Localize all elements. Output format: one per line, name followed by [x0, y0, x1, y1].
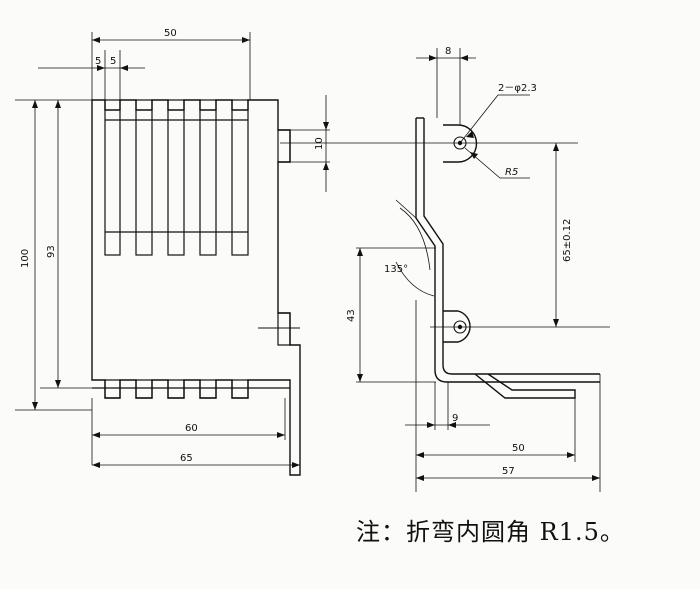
radius-callout: R5 [505, 167, 518, 178]
dim-label: 93 [46, 245, 57, 258]
left-view-dimensions [15, 32, 330, 472]
dim-label: 50 [512, 443, 525, 454]
right-view-arrows [357, 55, 600, 481]
comb-slots [104, 99, 249, 256]
angle-label: 135° [384, 264, 408, 275]
bracket-profile-inner [423, 118, 600, 375]
hole-callout: 2－φ2.3 [498, 83, 537, 94]
upper-hole-boss [443, 124, 478, 163]
upper-tab [277, 129, 291, 163]
dim-label: 60 [185, 423, 198, 434]
lower-hole-boss [443, 310, 471, 343]
dim-label: 10 [314, 137, 325, 150]
left-view-arrows [32, 37, 329, 468]
slot [199, 99, 217, 256]
bracket-foot [474, 373, 576, 399]
dim-label: 8 [445, 46, 451, 57]
dim-label: 5 [110, 56, 116, 67]
slot [167, 99, 185, 256]
dim-label: 9 [452, 413, 458, 424]
dim-label: 100 [20, 249, 31, 268]
left-view-dim-text: 50 5 5 100 93 60 65 10 [20, 28, 325, 464]
bracket-profile-outer [415, 118, 600, 383]
dim-label: 65±0.12 [562, 219, 573, 262]
lower-tab [277, 312, 291, 346]
right-view-dim-text: 8 2－φ2.3 R5 65±0.12 135° 43 9 50 57 [346, 46, 573, 477]
slot [104, 99, 121, 256]
left-view-outline [91, 99, 301, 476]
slot [135, 99, 153, 256]
bend-radius-note: 注：折弯内圆角 R1.5。 [356, 518, 625, 546]
dim-label: 50 [164, 28, 177, 39]
dim-label: 43 [346, 309, 357, 322]
slot [231, 99, 249, 256]
bottom-teeth [92, 379, 290, 399]
right-view-dimensions [280, 48, 610, 492]
dim-label: 5 [95, 56, 101, 67]
dim-label: 57 [502, 466, 515, 477]
dim-label: 65 [180, 453, 193, 464]
left-view [91, 99, 301, 476]
